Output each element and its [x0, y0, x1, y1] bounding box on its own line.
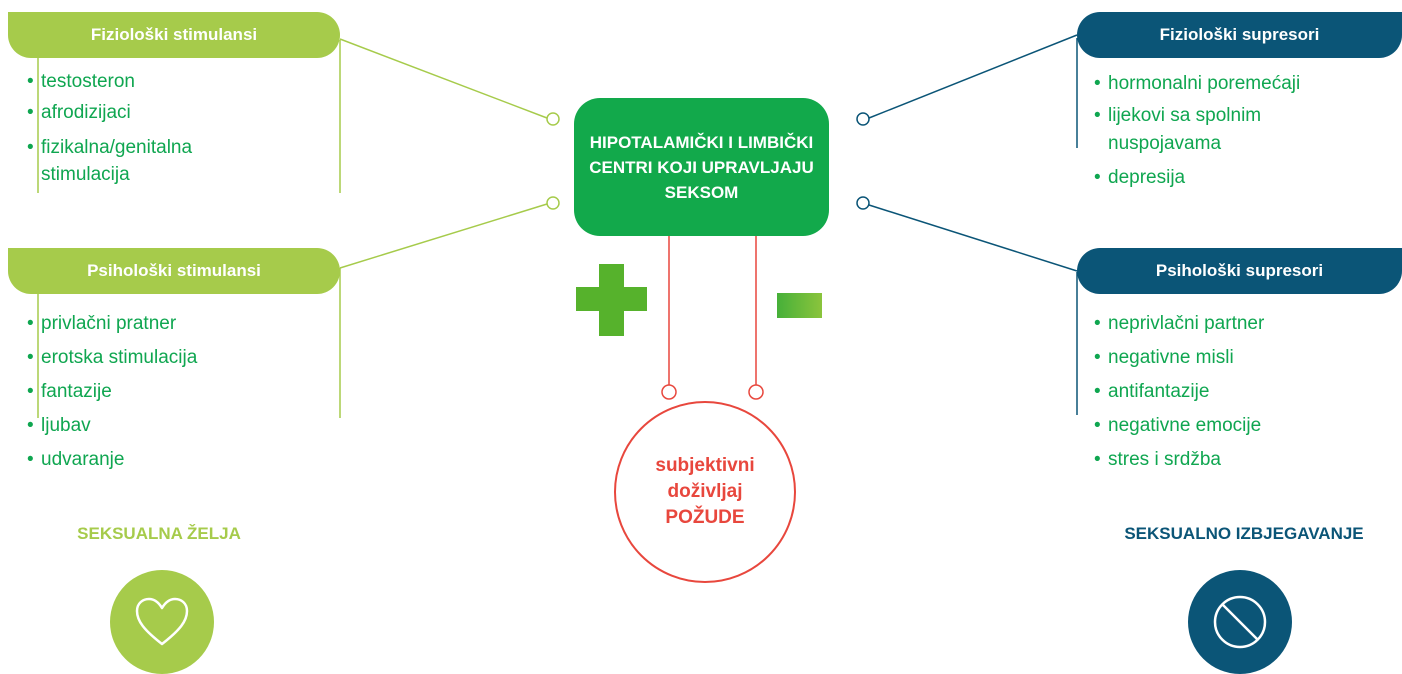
center-hypothalamic-title: HIPOTALAMIČKI I LIMBIČKI CENTRI KOJI UPR…	[589, 132, 814, 202]
list-item: afrodizijaci	[27, 97, 192, 128]
plus-icon-bar-vertical	[599, 264, 624, 336]
pill-fiziol-supresori: Fiziološki supresori	[1077, 12, 1402, 58]
list-item: lijekovi sa spolnim nuspojavama	[1094, 102, 1300, 158]
list-psih-supresori: neprivlačni partner negativne misli anti…	[1094, 307, 1264, 477]
pill-fiziol-stimulansi: Fiziološki stimulansi	[8, 12, 340, 58]
connector-node-psih-stim	[546, 196, 560, 210]
ban-icon	[1188, 570, 1292, 674]
list-item: stres i srdžba	[1094, 443, 1264, 477]
list-item: testosteron	[27, 66, 192, 97]
connector-node-fiziol-stim	[546, 112, 560, 126]
outcome-label-avoidance: SEKSUALNO IZBJEGAVANJE	[1124, 524, 1364, 543]
list-item: negativne emocije	[1094, 409, 1264, 443]
list-item: privlačni pratner	[27, 307, 197, 341]
list-item: erotska stimulacija	[27, 341, 197, 375]
outcome-label-desire: SEKSUALNA ŽELJA	[77, 524, 241, 543]
connector-psih-supr	[868, 204, 1078, 272]
list-item: negativne misli	[1094, 341, 1264, 375]
connector-psih-stim	[339, 203, 548, 269]
minus-icon	[777, 293, 822, 318]
list-item: antifantazije	[1094, 375, 1264, 409]
list-item: hormonalni poremećaji	[1094, 68, 1300, 99]
connector-node-fiziol-supr	[856, 112, 870, 126]
list-fiziol-supresori: hormonalni poremećaji lijekovi sa spolni…	[1094, 68, 1300, 193]
pill-psih-stimulansi: Psihološki stimulansi	[8, 248, 340, 294]
connector-node-psih-supr	[856, 196, 870, 210]
pill-psih-supresori-label: Psihološki supresori	[1155, 261, 1324, 280]
heart-icon	[110, 570, 214, 674]
list-fiziol-stimulansi: testosteron afrodizijaci fizikalna/genit…	[27, 66, 192, 188]
lust-line-3: POŽUDE	[665, 507, 745, 528]
lust-line-2: doživljaj	[667, 481, 743, 502]
list-item: fantazije	[27, 375, 197, 409]
list-item: udvaranje	[27, 443, 197, 477]
center-hypothalamic-box: HIPOTALAMIČKI I LIMBIČKI CENTRI KOJI UPR…	[574, 98, 829, 236]
lust-line-1: subjektivni	[655, 455, 755, 476]
pill-fiziol-supresori-label: Fiziološki supresori	[1159, 25, 1320, 44]
pill-fiziol-stimulansi-label: Fiziološki stimulansi	[90, 25, 258, 44]
list-item: fizikalna/genitalna stimulacija	[27, 134, 192, 188]
red-node-right	[748, 384, 764, 400]
pill-psih-stimulansi-label: Psihološki stimulansi	[87, 261, 261, 280]
connector-fiziol-supr	[868, 34, 1078, 119]
lust-circle: subjektivni doživljaj POŽUDE	[614, 401, 796, 583]
list-psih-stimulansi: privlačni pratner erotska stimulacija fa…	[27, 307, 197, 477]
connector-lines	[37, 34, 1078, 418]
list-item: ljubav	[27, 409, 197, 443]
ban-icon-glyph	[1213, 595, 1267, 649]
heart-icon-glyph	[135, 597, 189, 646]
connector-fiziol-stim	[339, 38, 548, 119]
list-item: neprivlačni partner	[1094, 307, 1264, 341]
pill-psih-supresori: Psihološki supresori	[1077, 248, 1402, 294]
list-item: depresija	[1094, 162, 1300, 193]
red-node-left	[661, 384, 677, 400]
